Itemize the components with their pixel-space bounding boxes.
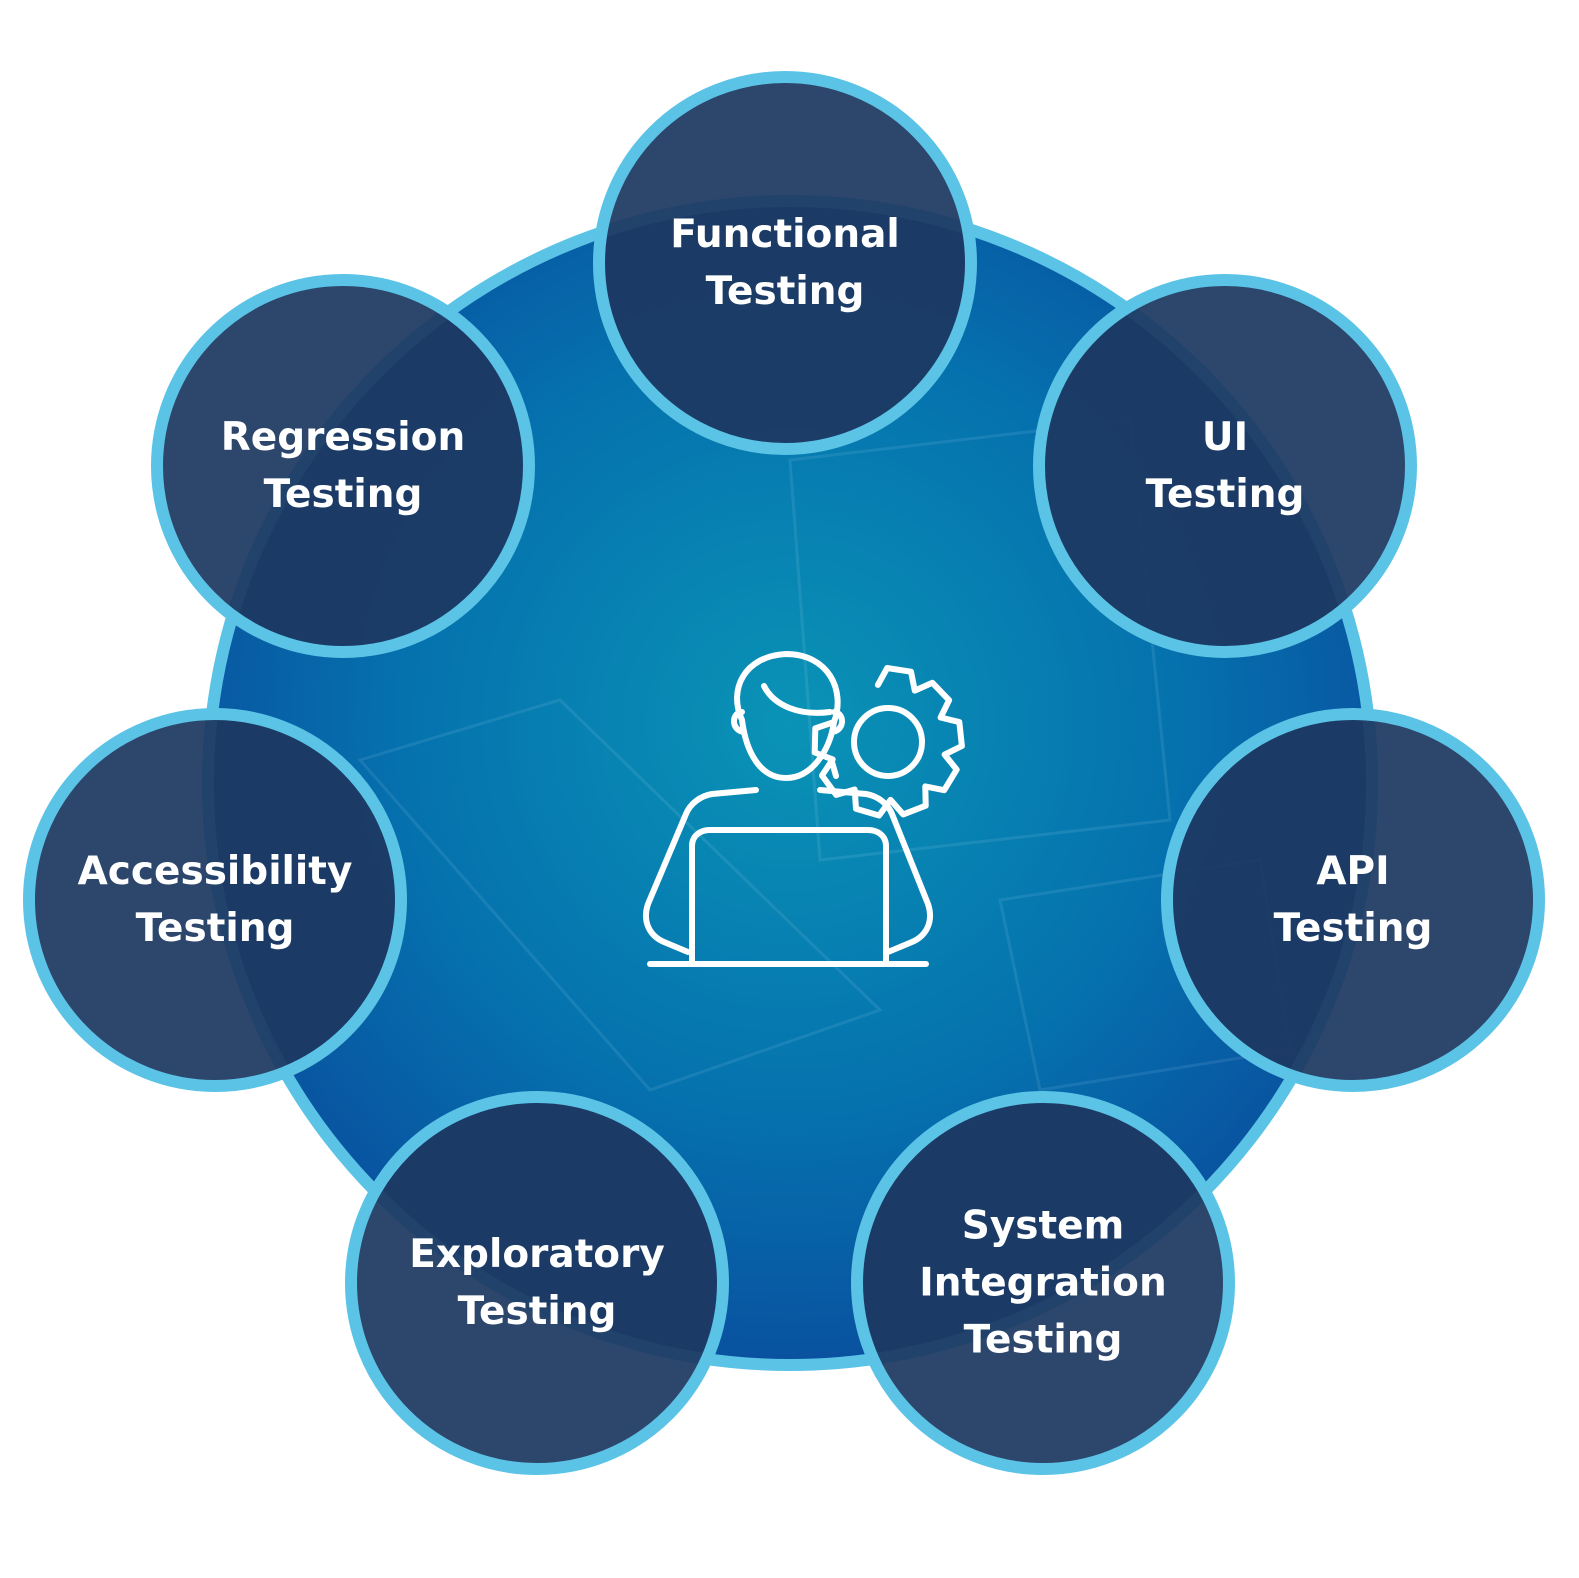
node-circle [593, 71, 977, 455]
node-api-testing: API Testing [1161, 708, 1545, 1092]
node-ui-testing: UI Testing [1033, 274, 1417, 658]
node-label: Testing [458, 1289, 617, 1334]
node-label: Testing [1274, 906, 1433, 951]
node-label: Regression [221, 415, 465, 460]
node-label: Testing [964, 1318, 1123, 1363]
node-label: Exploratory [409, 1232, 665, 1277]
node-label: API [1316, 849, 1389, 894]
node-label: UI [1202, 415, 1248, 460]
node-circle [23, 708, 407, 1092]
node-label: Functional [670, 212, 900, 257]
node-label: Testing [136, 906, 295, 951]
node-label: Accessibility [78, 849, 353, 894]
tester-with-laptop-and-gear-icon [643, 651, 965, 967]
nodes-layer: FunctionalTestingUITestingAPITestingSyst… [23, 71, 1545, 1475]
node-label: Testing [1146, 472, 1305, 517]
node-label: Integration [919, 1261, 1166, 1306]
node-label: Testing [706, 269, 865, 314]
node-circle [1033, 274, 1417, 658]
gear-icon [811, 665, 965, 819]
node-label: Testing [264, 472, 423, 517]
node-circle [851, 1091, 1235, 1475]
node-circle [345, 1091, 729, 1475]
node-circle [1161, 708, 1545, 1092]
node-circle [151, 274, 535, 658]
node-label: System [962, 1204, 1124, 1249]
